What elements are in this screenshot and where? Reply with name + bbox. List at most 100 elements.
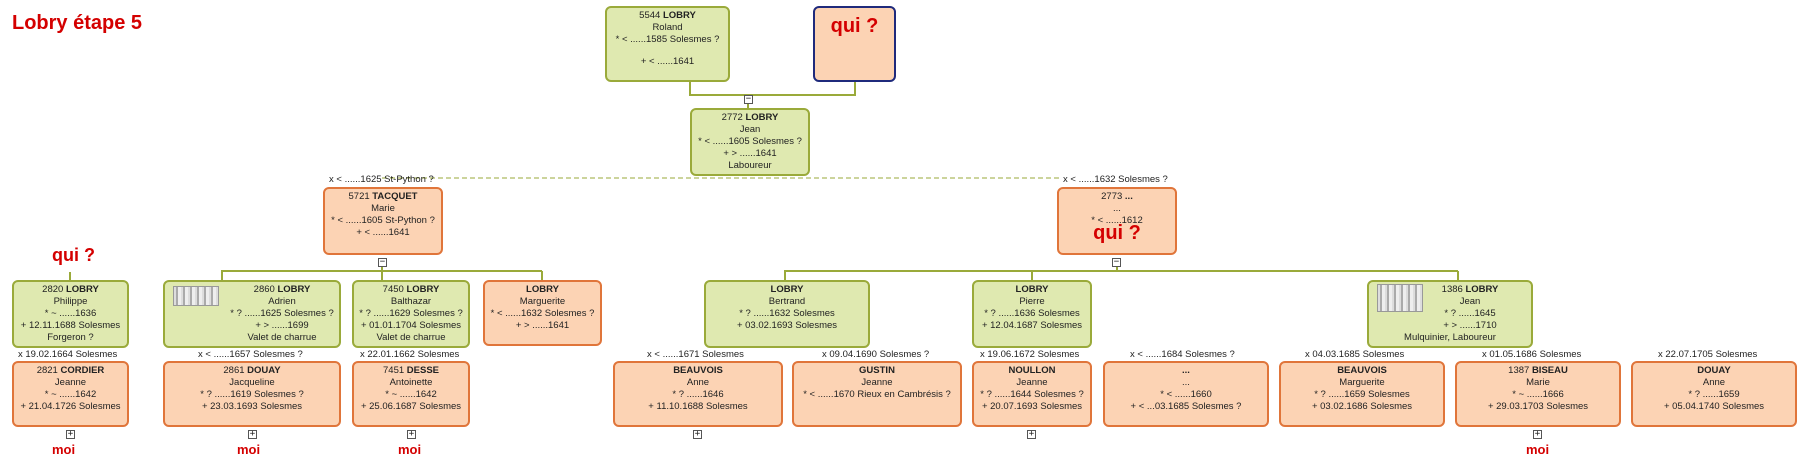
person-card-jeanne-noullon[interactable]: NOULLON Jeanne * ? ......1644 Solesmes ?… xyxy=(972,361,1092,427)
expand-toggle[interactable]: + xyxy=(693,429,702,439)
person-death: + 29.03.1703 Solesmes xyxy=(1487,401,1589,412)
collapse-toggle[interactable]: − xyxy=(378,257,387,267)
person-occupation: Laboureur xyxy=(728,160,772,171)
person-card-anne-beauvois[interactable]: BEAUVOIS Anne * ? ......1646 + 11.10.168… xyxy=(613,361,783,427)
person-birth: * ~ ......1642 xyxy=(44,389,97,400)
marriage-label: x < ......1632 Solesmes ? xyxy=(1063,174,1168,185)
person-card-5721[interactable]: 5721 TACQUET Marie * < ......1605 St-Pyt… xyxy=(323,187,443,255)
person-death: + < ...03.1685 Solesmes ? xyxy=(1130,401,1242,412)
person-card-2773[interactable]: 2773 ... ... * < ......1612 qui ? xyxy=(1057,187,1177,255)
person-given-name: Balthazar xyxy=(390,296,432,307)
person-card-marguerite-lobry[interactable]: LOBRY Marguerite * < ......1632 Solesmes… xyxy=(483,280,602,346)
person-given-name: Anne xyxy=(686,377,710,388)
person-given-name: Jeanne xyxy=(861,377,893,388)
marriage-label: x 19.02.1664 Solesmes xyxy=(18,349,118,360)
person-card-1386[interactable]: 1386 LOBRY Jean * ? ......1645 + > .....… xyxy=(1367,280,1533,348)
person-card-anne-douay[interactable]: DOUAY Anne * ? ......1659 + 05.04.1740 S… xyxy=(1631,361,1797,427)
person-number: 1387 xyxy=(1508,365,1530,376)
person-surname: LOBRY xyxy=(277,284,311,295)
unknown-label: qui ? xyxy=(1093,222,1141,244)
self-marker: moi xyxy=(52,442,76,457)
person-card-7451[interactable]: 7451 DESSE Antoinette * ~ ......1642 + 2… xyxy=(352,361,470,427)
person-occupation: Forgeron ? xyxy=(47,332,94,343)
person-card-unknown-spouse[interactable]: ... ... * < ......1660 + < ...03.1685 So… xyxy=(1103,361,1269,427)
person-death: + 03.02.1686 Solesmes xyxy=(1311,401,1413,412)
person-birth: * < ......1670 Rieux en Cambrésis ? xyxy=(803,389,951,400)
person-card-marguerite-beauvois[interactable]: BEAUVOIS Marguerite * ? ......1659 Soles… xyxy=(1279,361,1445,427)
person-given-name: Philippe xyxy=(53,296,88,307)
person-given-name: ... xyxy=(1113,203,1121,214)
collapse-toggle[interactable]: − xyxy=(744,94,753,104)
person-number: 2821 xyxy=(36,365,58,376)
person-surname: ... xyxy=(1124,191,1133,202)
person-birth: * < ......1660 xyxy=(1160,389,1212,400)
person-death: + 01.01.1704 Solesmes xyxy=(360,320,462,331)
person-surname: LOBRY xyxy=(662,10,696,21)
expand-toggle[interactable]: + xyxy=(1027,429,1036,439)
marriage-label: x 22.07.1705 Solesmes xyxy=(1658,349,1758,360)
expand-toggle[interactable]: + xyxy=(1533,429,1542,439)
expand-toggle[interactable]: + xyxy=(66,429,75,439)
person-death: + 25.06.1687 Solesmes xyxy=(360,401,462,412)
person-card-pierre-lobry[interactable]: LOBRY Pierre * ? ......1636 Solesmes + 1… xyxy=(972,280,1092,348)
person-birth: * ? ......1646 xyxy=(672,389,724,400)
person-surname: ... xyxy=(1182,365,1190,376)
person-number: 2820 xyxy=(42,284,64,295)
person-number: 5544 xyxy=(639,10,661,21)
person-given-name: Jeanne xyxy=(54,377,87,388)
person-number: 2773 xyxy=(1101,191,1123,202)
portrait-thumbnail xyxy=(1377,284,1423,312)
person-number: 1386 xyxy=(1441,284,1463,295)
person-card-5544[interactable]: 5544 LOBRY Roland * < ......1585 Solesme… xyxy=(605,6,730,82)
expand-toggle[interactable]: + xyxy=(248,429,257,439)
person-card-2772[interactable]: 2772 LOBRY Jean * < ......1605 Solesmes … xyxy=(690,108,810,176)
person-occupation: Mulquinier, Laboureur xyxy=(1404,332,1496,343)
person-surname: LOBRY xyxy=(65,284,99,295)
marriage-label: x 09.04.1690 Solesmes ? xyxy=(822,349,930,360)
person-number: 5721 xyxy=(348,191,370,202)
person-death: + 05.04.1740 Solesmes xyxy=(1663,401,1765,412)
person-card-2821[interactable]: 2821 CORDIER Jeanne * ~ ......1642 + 21.… xyxy=(12,361,129,427)
unknown-ancestor-card[interactable]: qui ? xyxy=(813,6,896,82)
person-card-2861[interactable]: 2861 DOUAY Jacqueline * ? ......1619 Sol… xyxy=(163,361,341,427)
person-birth: * ~ ......1642 xyxy=(385,389,437,400)
person-card-2860[interactable]: 2860 LOBRY Adrien * ? ......1625 Solesme… xyxy=(163,280,341,348)
person-death: + 11.10.1688 Solesmes xyxy=(648,401,748,412)
self-marker: moi xyxy=(398,442,422,457)
person-card-2820[interactable]: 2820 LOBRY Philippe * ~ ......1636 + 12.… xyxy=(12,280,129,348)
person-card-bertrand-lobry[interactable]: LOBRY Bertrand * ? ......1632 Solesmes +… xyxy=(704,280,870,348)
expand-toggle[interactable]: + xyxy=(407,429,416,439)
person-death: + 20.07.1693 Solesmes xyxy=(981,401,1083,412)
person-death: + > ......1641 xyxy=(723,148,777,159)
person-given-name: Pierre xyxy=(1019,296,1045,307)
person-surname: GUSTIN xyxy=(859,365,895,376)
person-death: + > ......1710 xyxy=(1443,320,1497,331)
person-number: 7451 xyxy=(383,365,405,376)
person-card-jeanne-gustin[interactable]: GUSTIN Jeanne * < ......1670 Rieux en Ca… xyxy=(792,361,962,427)
person-surname: TACQUET xyxy=(372,191,418,202)
page-title: Lobry étape 5 xyxy=(12,12,143,34)
person-given-name: Roland xyxy=(652,22,683,33)
person-surname: DESSE xyxy=(406,365,439,376)
person-birth: * ? ......1659 Solesmes xyxy=(1314,389,1410,400)
marriage-label: x < ......1684 Solesmes ? xyxy=(1130,349,1235,360)
person-given-name: Jean xyxy=(739,124,761,135)
person-given-name: Jeanne xyxy=(1016,377,1048,388)
collapse-toggle[interactable]: − xyxy=(1112,257,1121,267)
person-card-1387[interactable]: 1387 BISEAU Marie * ~ ......1666 + 29.03… xyxy=(1455,361,1621,427)
person-given-name: Bertrand xyxy=(768,296,806,307)
person-birth: * < ......1612 xyxy=(1091,215,1143,226)
person-surname: LOBRY xyxy=(406,284,440,295)
person-given-name: Antoinette xyxy=(389,377,433,388)
person-given-name: Marguerite xyxy=(1339,377,1385,388)
unknown-label: qui ? xyxy=(830,15,879,37)
person-birth: * < ......1585 Solesmes ? xyxy=(615,34,720,45)
person-given-name: ... xyxy=(1182,377,1190,388)
person-birth: * ~ ......1636 xyxy=(44,308,97,319)
person-card-7450[interactable]: 7450 LOBRY Balthazar * ? ......1629 Sole… xyxy=(352,280,470,348)
person-occupation: Valet de charrue xyxy=(376,332,446,343)
marriage-label: x < ......1671 Solesmes xyxy=(647,349,744,360)
marriage-label: x < ......1625 St-Python ? xyxy=(329,174,434,185)
marriage-label: x 04.03.1685 Solesmes xyxy=(1305,349,1405,360)
